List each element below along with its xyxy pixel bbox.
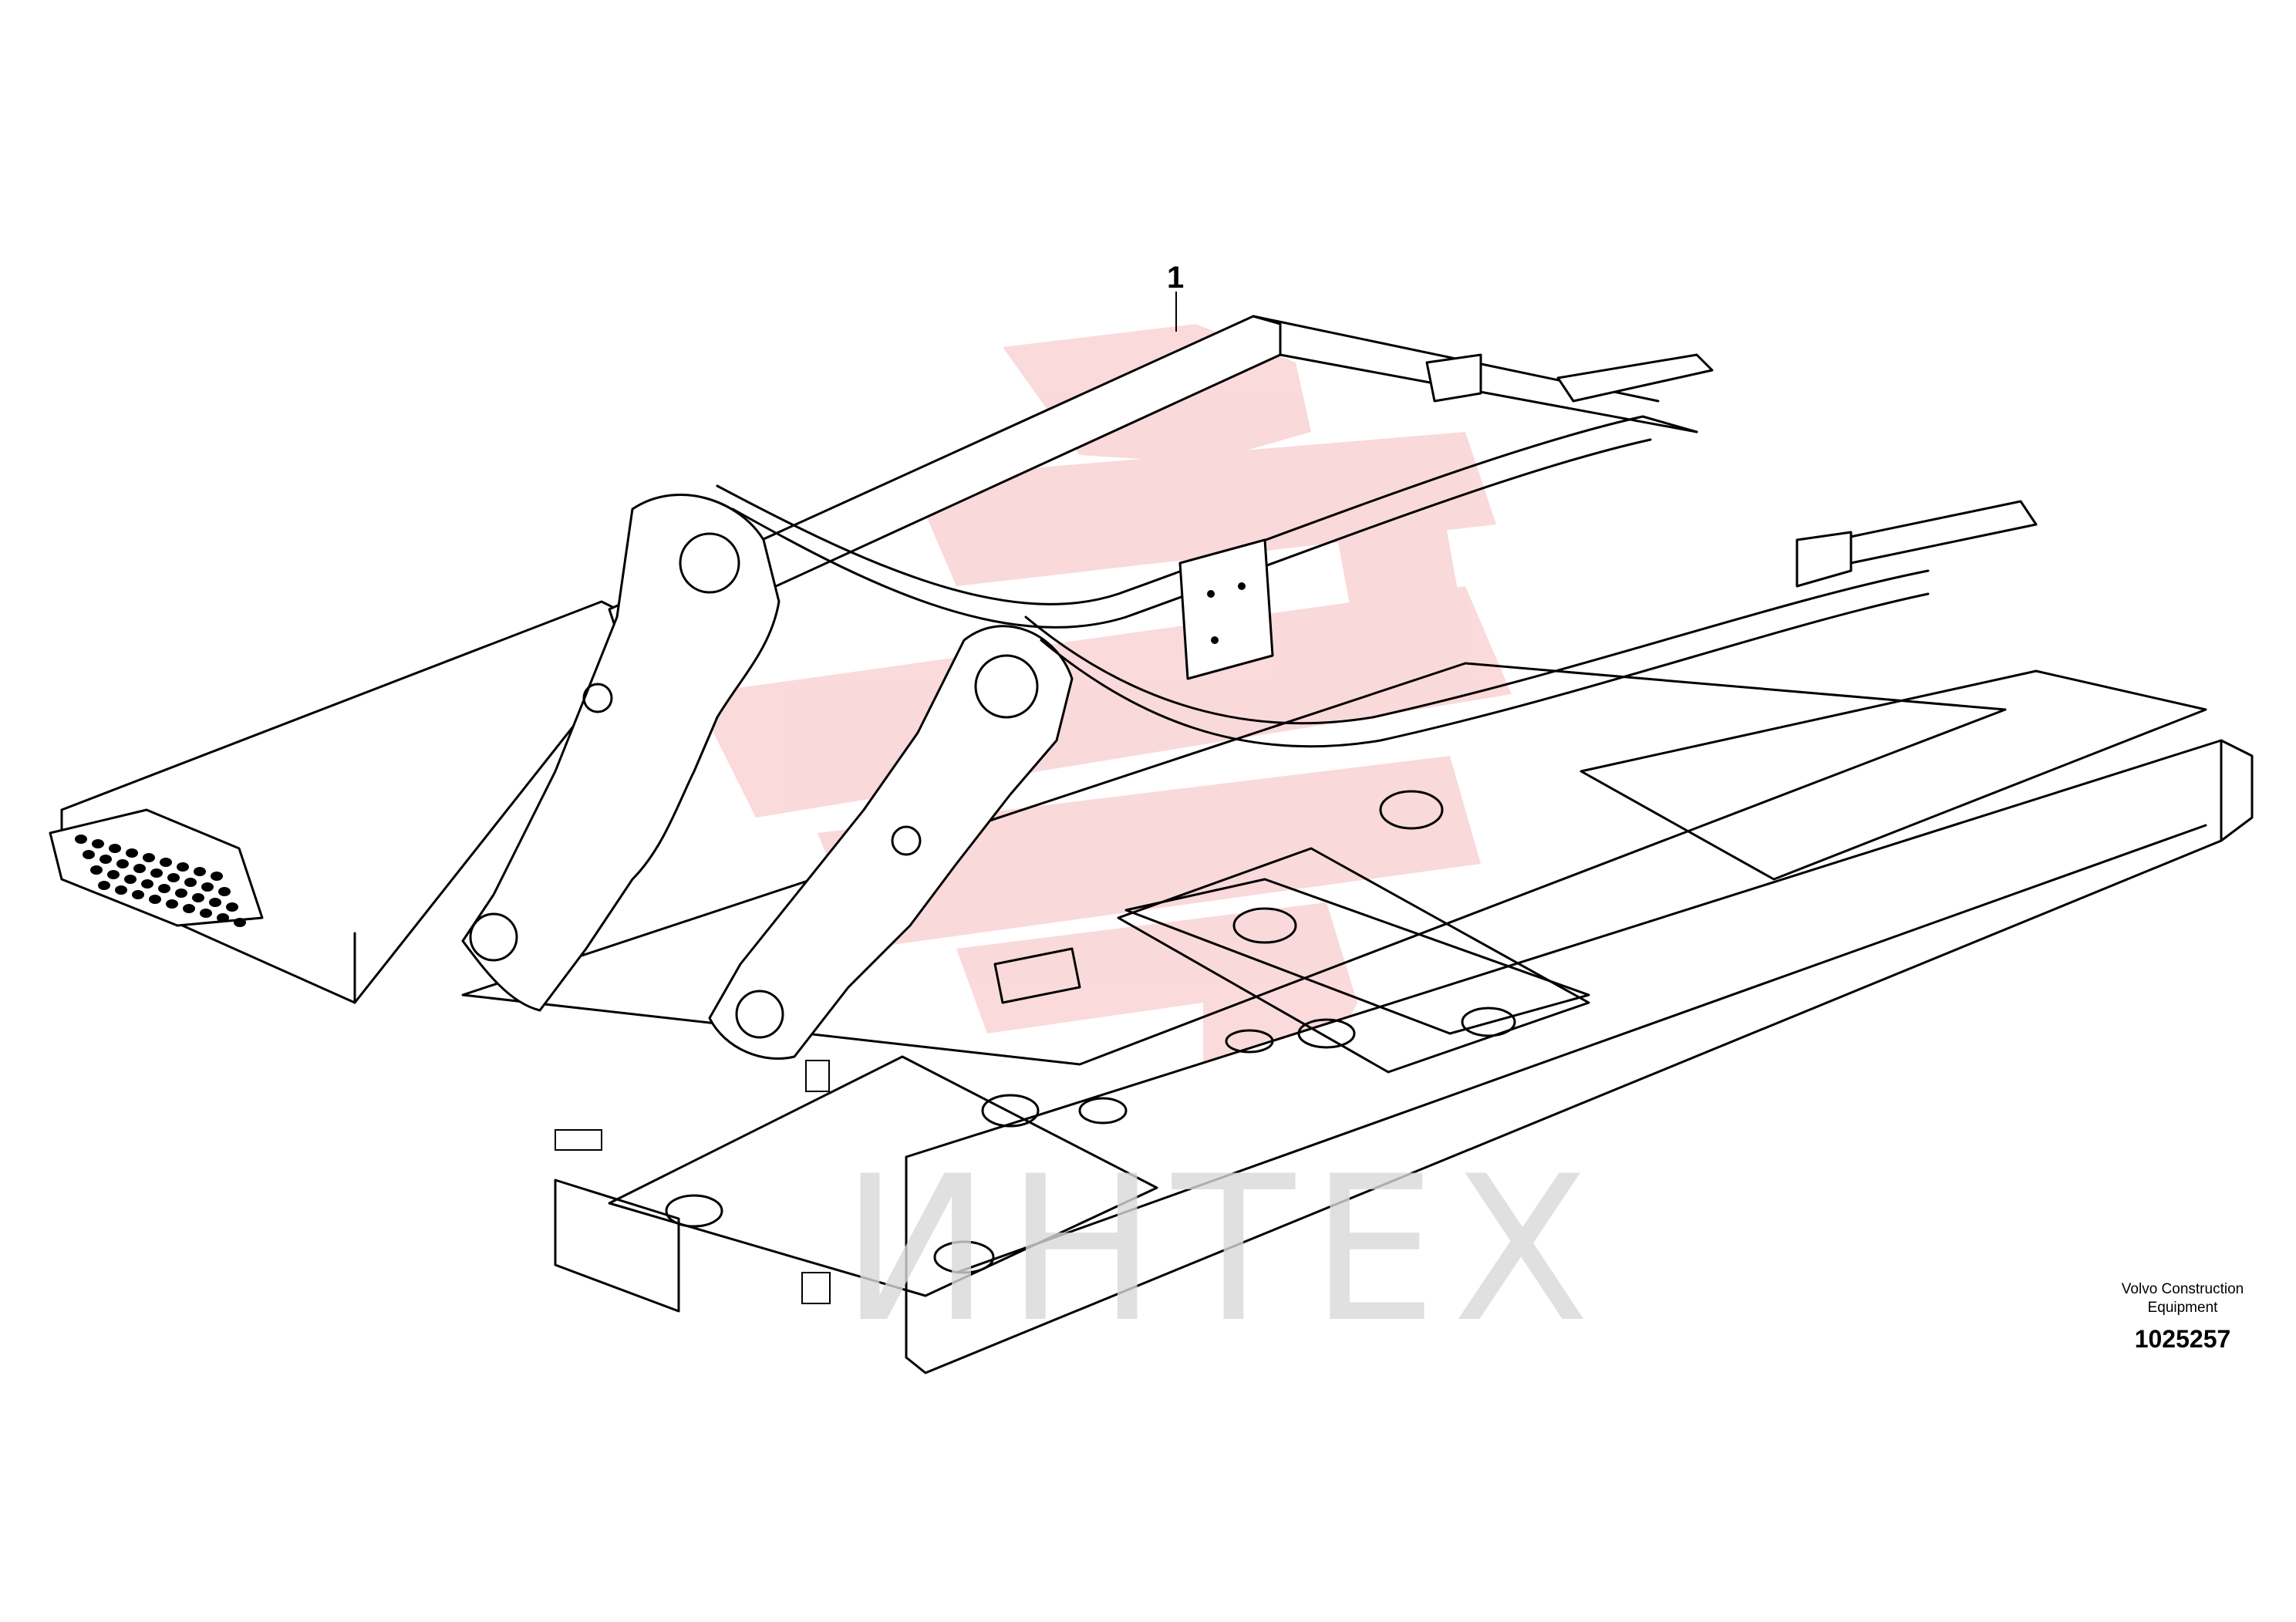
step-hole: [75, 835, 87, 844]
step-hole: [141, 879, 153, 889]
watermark-text: ИНТЕХ: [841, 1134, 1606, 1367]
step-hole: [107, 870, 120, 879]
step-hole: [143, 853, 155, 862]
step-hole: [234, 918, 246, 927]
step-hole: [133, 864, 146, 873]
step-hole: [115, 885, 127, 895]
step-hole: [218, 887, 231, 896]
step-hole: [226, 902, 238, 912]
step-hole: [90, 865, 103, 875]
step-hole: [116, 859, 129, 868]
step-hole: [92, 839, 104, 848]
step-hole: [183, 904, 195, 913]
step-hole: [217, 913, 229, 922]
floor-structure: [461, 662, 2207, 1313]
step-hole: [132, 890, 144, 899]
step-hole: [184, 878, 197, 887]
step-hole: [211, 872, 223, 881]
center-mount-plate: [1178, 538, 1274, 680]
step-hole: [83, 850, 95, 859]
step-hole: [160, 858, 172, 867]
step-hole: [194, 867, 206, 876]
step-hole: [149, 895, 161, 904]
step-plate: [75, 835, 246, 927]
part-number: 1025257: [2134, 1325, 2231, 1353]
step-hole: [166, 899, 178, 909]
step-hole: [177, 862, 189, 872]
step-hole: [98, 881, 110, 890]
step-hole: [109, 844, 121, 853]
step-hole: [175, 889, 187, 898]
step-hole: [126, 848, 138, 858]
step-hole: [209, 898, 221, 907]
step-hole: [201, 882, 214, 892]
step-hole: [167, 873, 180, 882]
main-frame: [49, 600, 2254, 1374]
frame-details: [555, 790, 1590, 1304]
manufacturer-line-1: Volvo Construction: [2121, 1281, 2244, 1297]
step-hole: [192, 893, 204, 902]
manufacturer-line-2: Equipment: [2147, 1300, 2218, 1316]
callout-label-1: 1: [1167, 261, 1185, 295]
step-hole: [150, 868, 163, 878]
step-hole: [124, 875, 137, 884]
step-hole: [99, 855, 112, 864]
cab-support-frame: [716, 353, 2038, 748]
manufacturer-label: Volvo Construction Equipment: [2067, 1280, 2296, 1317]
step-hole: [200, 909, 212, 918]
boom-bracket-right: [708, 625, 1074, 1061]
step-hole: [158, 884, 170, 893]
